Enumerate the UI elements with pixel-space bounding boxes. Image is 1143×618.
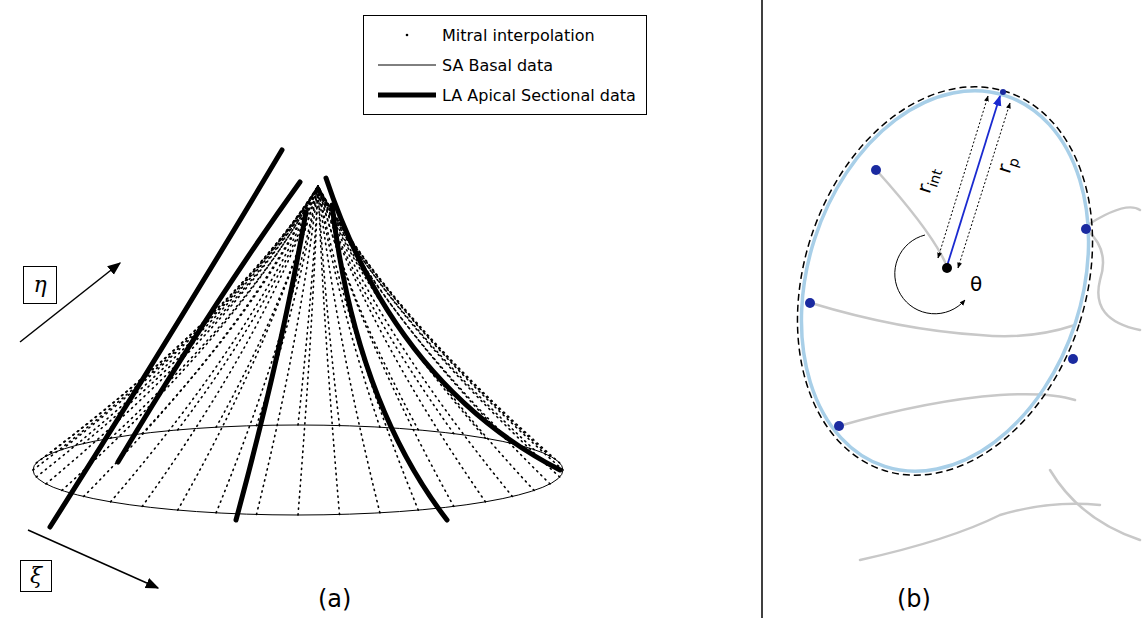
legend: Mitral interpolation SA Basal data LA Apic… (363, 15, 647, 115)
heart-contours (811, 172, 1140, 560)
interpolation-line (36, 186, 318, 477)
contour-points (805, 89, 1091, 431)
interpolation-line (318, 186, 534, 490)
interpolation-line (46, 186, 318, 484)
interpolation-line (298, 186, 318, 425)
eta-arrow (20, 263, 120, 342)
legend-text: SA Basal data (442, 56, 553, 75)
panel-label: (b) (897, 585, 931, 613)
axis-box: η (23, 266, 57, 304)
interpolation-line (84, 186, 318, 497)
angle-label: θ (970, 272, 982, 296)
radius-label: rp (992, 152, 1023, 178)
axis-label: ξ (30, 565, 42, 587)
interpolation-line (318, 186, 485, 502)
radius-label: rint (912, 163, 946, 198)
interpolation-line (84, 186, 318, 444)
r-int-arrow (938, 96, 988, 258)
legend-text: Mitral interpolation (442, 26, 595, 45)
legend-sample (372, 55, 442, 75)
interpolation-line (318, 186, 550, 484)
legend-row: LA Apical Sectional data (372, 80, 636, 110)
interpolation-line (111, 186, 318, 502)
center-point (942, 263, 952, 273)
interpolation-line (142, 186, 318, 434)
r-p-arrow (958, 103, 1010, 268)
interpolation-line (62, 186, 318, 450)
legend-sample (372, 25, 442, 45)
axis-label: η (33, 274, 46, 296)
la-apical-lines (50, 150, 560, 527)
radius-arrow (947, 96, 1000, 266)
legend-row: SA Basal data (372, 50, 636, 80)
divider (761, 0, 763, 618)
interpolation-line (46, 186, 318, 456)
mitral-interpolation (33, 186, 563, 515)
interpolation-line (318, 186, 512, 444)
legend-sample (372, 85, 442, 105)
legend-text: LA Apical Sectional data (442, 86, 636, 105)
interpolation-line (178, 186, 318, 430)
sa-basal-contour (33, 425, 563, 515)
panel-label: (a) (318, 585, 351, 613)
dashed-ellipse (749, 48, 1140, 514)
interpolation-line (178, 186, 318, 510)
theta-arc (895, 235, 965, 314)
axis-box: ξ (20, 560, 52, 592)
radius-subscript: int (924, 167, 945, 189)
fitted-contour (754, 53, 1135, 509)
legend-row: Mitral interpolation (372, 20, 636, 50)
